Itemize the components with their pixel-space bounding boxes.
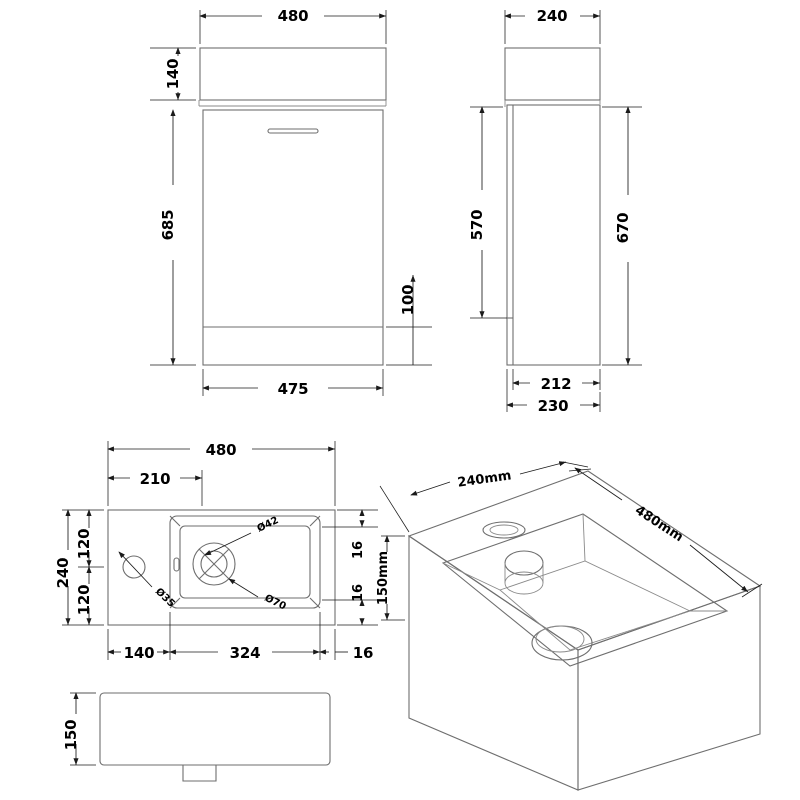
iso-tap-hole-inner <box>489 524 519 536</box>
iso-bowl-left-slope <box>442 562 501 591</box>
iso-bowl-opening <box>441 513 729 667</box>
iso-waste-inner <box>535 625 585 653</box>
ext-iso240-a <box>379 485 410 533</box>
iso-tap-hole-outer <box>482 521 526 539</box>
dim-side-cabinet-height: 570 <box>468 210 486 241</box>
front-elevation-view: 480 140 685 100 475 <box>150 7 432 398</box>
dim-plan-waste-inner-dia: Ø42 <box>255 514 280 535</box>
plan-bowl-base <box>179 525 311 599</box>
dim-plan-depth-lower: 120 <box>75 585 93 616</box>
dim-plan-rim-top: 16 <box>351 541 366 559</box>
front-basin-shoulders <box>198 100 387 106</box>
plan-waste-outer-circle <box>192 542 236 586</box>
iso-bowl-back-slope <box>582 513 586 562</box>
dim-basinfront-height: 150 <box>62 720 80 751</box>
dim-plan-bowl-width: 324 <box>230 644 261 662</box>
dim-plan-overall-depth: 240 <box>54 558 72 589</box>
ext-iso240-b <box>562 461 589 468</box>
dim-plan-rim-bottom: 16 <box>351 584 366 602</box>
leader-dia35 <box>118 551 153 588</box>
basinfront-outline <box>99 692 331 766</box>
side-elevation-view: 240 570 670 212 230 <box>468 7 642 415</box>
dim-plan-tap-hole-dia: Ø35 <box>153 586 177 610</box>
dim-plan-rim-right: 16 <box>353 644 373 662</box>
iso-overflow-bottom <box>504 571 544 595</box>
iso-overflow-outer <box>504 550 544 576</box>
leader-dia70 <box>228 578 259 598</box>
iso-front-left-face <box>408 534 579 791</box>
dimline-iso240-a <box>410 481 451 496</box>
plan-waste-cross-b <box>198 548 230 580</box>
dim-iso-height: 150mm <box>376 551 391 605</box>
plan-overflow-slot <box>173 557 180 572</box>
dimline-iso480-b <box>689 544 749 593</box>
dim-front-cabinet-width: 475 <box>278 380 309 398</box>
dim-plan-tap-offset: 210 <box>140 470 171 488</box>
leader-dia42 <box>204 532 252 556</box>
plan-bowl-rim <box>169 515 321 609</box>
dim-side-basin-depth: 240 <box>537 7 568 25</box>
dim-plan-left-shelf: 140 <box>124 644 155 662</box>
front-basin-outline <box>199 47 387 101</box>
basin-front-view: 150 <box>62 692 331 782</box>
plan-bowl-chamfers <box>169 515 321 609</box>
iso-overflow-sides <box>504 563 544 583</box>
basin-plan-view: Ø42 Ø70 Ø35 480 210 240 <box>54 441 378 662</box>
dim-plan-waste-outer-dia: Ø70 <box>263 592 288 613</box>
iso-top-rim-outline <box>407 470 762 651</box>
front-cabinet-outline <box>202 109 384 366</box>
plan-basin-outline <box>107 509 336 626</box>
dim-iso-length: 480mm <box>632 503 686 545</box>
dim-front-plinth-height: 100 <box>399 285 417 316</box>
dim-plan-overall-width: 480 <box>206 441 237 459</box>
dim-front-cabinet-height: 685 <box>159 210 177 241</box>
plan-tap-hole-circle <box>122 555 146 579</box>
iso-right-face <box>577 585 761 791</box>
ext-iso480-b <box>741 583 763 598</box>
dim-front-basin-height: 140 <box>164 59 182 90</box>
front-drawer-handle <box>267 128 319 134</box>
dim-side-door-depth: 212 <box>541 375 572 393</box>
dimline-iso480-a <box>574 467 623 501</box>
basinfront-waste-tab <box>182 765 217 782</box>
dim-side-cabinet-depth: 230 <box>538 397 569 415</box>
side-basin-shoulders <box>504 100 601 107</box>
dimline-iso240-b <box>519 461 567 475</box>
side-basin-outline <box>504 47 601 101</box>
side-cabinet-outline <box>506 104 601 366</box>
dim-side-overall-height: 670 <box>614 213 632 244</box>
isometric-basin-view: 240mm 480mm 150mm <box>376 461 763 791</box>
dim-iso-width: 240mm <box>457 468 513 490</box>
dim-front-basin-width: 480 <box>278 7 309 25</box>
dim-plan-depth-upper: 120 <box>75 529 93 560</box>
